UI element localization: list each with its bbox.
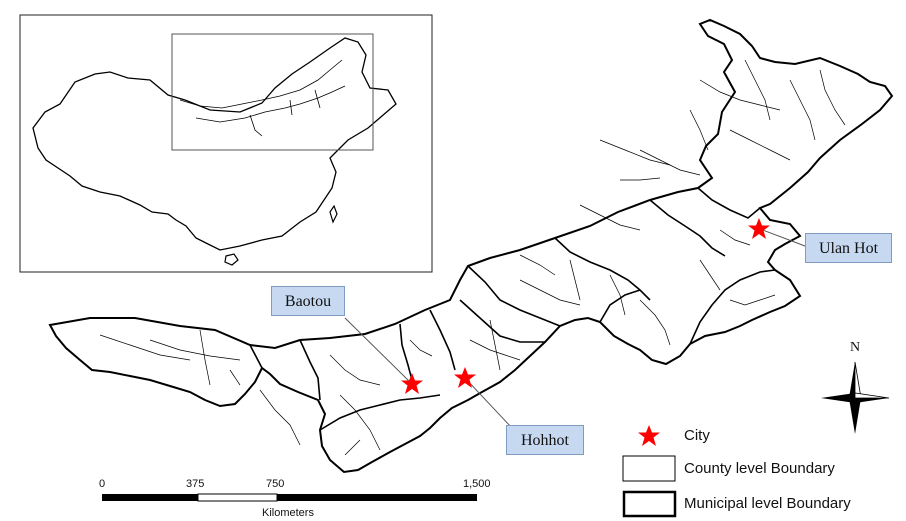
municipal-boundaries — [249, 187, 776, 431]
inset-inner-mongolia — [179, 59, 346, 137]
inset-extent-box — [171, 33, 374, 151]
scale-tick-375: 375 — [186, 478, 205, 490]
legend-county-label: County level Boundary — [684, 460, 835, 477]
legend-city-label: City — [684, 427, 710, 444]
scale-unit-label: Kilometers — [262, 507, 314, 519]
star-icon — [401, 373, 423, 394]
north-arrow-icon — [821, 361, 890, 434]
china-outline — [32, 37, 397, 251]
legend-county-swatch — [622, 455, 676, 482]
callout-ulan-hot: Ulan Hot — [805, 233, 892, 263]
legend-municipal-label: Municipal level Boundary — [684, 495, 851, 512]
legend-star-icon — [638, 425, 660, 446]
scale-tick-1500: 1,500 — [463, 478, 491, 490]
scale-tick-0: 0 — [99, 478, 106, 490]
north-label: N — [850, 340, 861, 355]
inner-mongolia-outline — [48, 18, 894, 474]
hainan-island — [224, 253, 239, 266]
taiwan-island — [329, 204, 338, 224]
callout-leaders — [344, 228, 806, 429]
callout-hohhot: Hohhot — [506, 425, 584, 455]
star-icon — [748, 218, 770, 239]
scale-bar — [102, 493, 477, 502]
city-markers — [401, 218, 770, 394]
legend-municipal-swatch — [622, 490, 677, 518]
star-icon — [454, 367, 476, 388]
county-boundaries — [99, 59, 846, 456]
callout-baotou: Baotou — [271, 286, 345, 316]
scale-tick-750: 750 — [266, 478, 285, 490]
